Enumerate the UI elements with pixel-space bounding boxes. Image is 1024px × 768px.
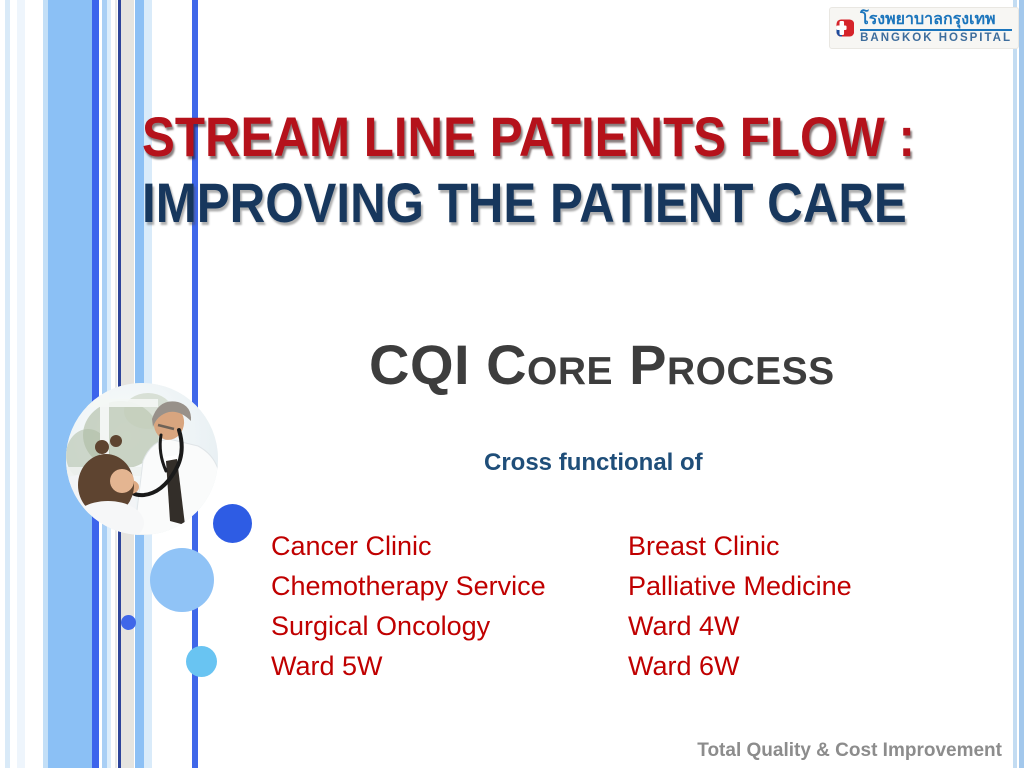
- clinics-list: Cancer Clinic Breast Clinic Chemotherapy…: [271, 526, 852, 686]
- decor-stripe: [1019, 0, 1024, 768]
- list-item: Surgical Oncology: [271, 611, 491, 641]
- decor-stripe: [1013, 0, 1017, 768]
- list-item: Cancer Clinic: [271, 531, 432, 561]
- slide-title-line2: IMPROVING THE PATIENT CARE: [142, 171, 907, 234]
- cross-functional-subheading: Cross functional of: [484, 449, 703, 476]
- decor-stripe: [48, 0, 92, 768]
- hospital-name-english: BANGKOK HOSPITAL: [860, 32, 1012, 45]
- decor-stripe: [102, 0, 107, 768]
- decor-circle-royal: [213, 504, 252, 543]
- decor-circle-dot: [121, 615, 136, 630]
- hospital-logo-text: โรงพยาบาลกรุงเทพ BANGKOK HOSPITAL: [860, 11, 1012, 45]
- decor-circle-light: [150, 548, 214, 612]
- list-item: Breast Clinic: [628, 531, 780, 561]
- slide-title: STREAM LINE PATIENTS FLOW : IMPROVING TH…: [142, 104, 915, 236]
- list-item: Ward 4W: [628, 611, 740, 641]
- decor-circle-sky: [186, 646, 217, 677]
- list-item: Ward 6W: [628, 651, 740, 681]
- list-item: Ward 5W: [271, 651, 383, 681]
- decor-stripe: [107, 0, 111, 768]
- decor-stripe: [115, 0, 117, 768]
- decor-stripe: [192, 0, 198, 768]
- decor-stripe: [92, 0, 99, 768]
- doctor-child-photo: [66, 383, 218, 535]
- list-item: Chemotherapy Service: [271, 571, 546, 601]
- hospital-logo: โรงพยาบาลกรุงเทพ BANGKOK HOSPITAL: [829, 7, 1019, 49]
- decor-stripe: [118, 0, 121, 768]
- list-item: Palliative Medicine: [628, 571, 852, 601]
- decor-stripe: [43, 0, 48, 768]
- hospital-name-thai: โรงพยาบาลกรุงเทพ: [860, 11, 1012, 32]
- decor-stripe: [17, 0, 25, 768]
- hospital-logo-icon: [836, 19, 855, 37]
- decor-stripe: [5, 0, 10, 768]
- cqi-core-process-heading: CQI Core Process: [369, 333, 835, 396]
- slide-title-line1: STREAM LINE PATIENTS FLOW :: [142, 105, 915, 168]
- footer-tagline: Total Quality & Cost Improvement: [697, 740, 1002, 761]
- doctor-child-photo-illustration: [66, 383, 218, 535]
